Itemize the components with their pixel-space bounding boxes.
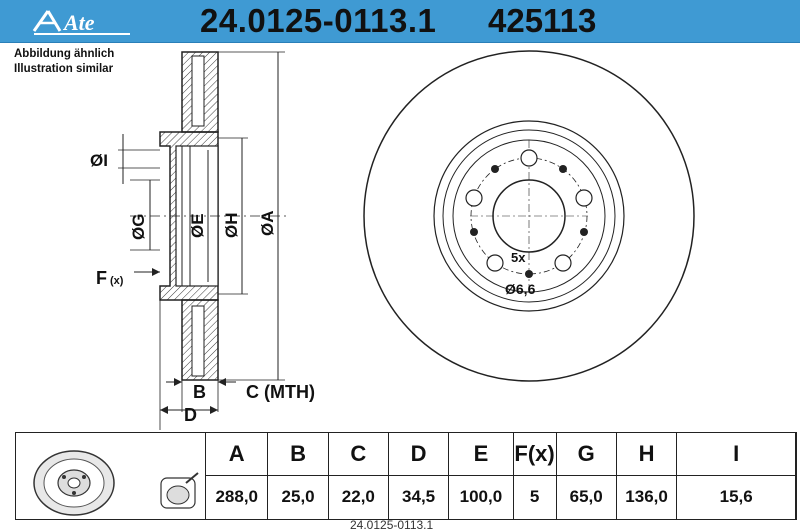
dim-label-B: B (193, 382, 206, 402)
header-cell-B: B (267, 431, 329, 476)
value-cell-E: 100,0 (448, 475, 514, 520)
caption-de: Abbildung ähnlich (14, 48, 115, 60)
value-cell-I: 15,6 (676, 475, 796, 520)
spec-table: A B C D E F(x) G H I 288,0 25,0 22,0 34,… (204, 431, 796, 520)
dim-label-C: C (MTH) (246, 382, 315, 402)
part-number: 24.0125-0113.1 (200, 2, 437, 39)
dim-label-A: ØA (258, 211, 277, 237)
header-cell-I: I (676, 431, 796, 476)
header-cell-H: H (615, 431, 678, 476)
dim-label-F: F (96, 268, 107, 288)
header-cell-F: F(x) (512, 431, 557, 476)
value-cell-H: 136,0 (615, 475, 678, 520)
header-cell-A: A (204, 431, 269, 476)
footer-part-code: 24.0125-0113.1 (350, 518, 434, 532)
technical-drawing: ØI ØG ØE ØH ØA F (x) B C (MTH) (90, 50, 695, 430)
header-cell-C: C (327, 431, 389, 476)
table-header-row: A B C D E F(x) G H I (204, 431, 796, 476)
value-cell-A: 288,0 (204, 475, 269, 520)
bolt-diameter-label: Ø6,6 (505, 281, 536, 297)
dim-label-F-sub: (x) (110, 275, 124, 287)
header-bar: Ate 24.0125-0113.1 425113 (0, 0, 800, 43)
caption-en: Illustration similar (14, 63, 114, 75)
header-cell-G: G (555, 431, 617, 476)
bolt-count-label: 5x (511, 250, 526, 265)
dim-label-E: ØE (188, 213, 207, 238)
disc-thumbnail (33, 450, 199, 516)
dim-label-I: ØI (90, 151, 108, 170)
brand-text: Ate (62, 10, 95, 35)
value-cell-F: 5 (512, 475, 557, 520)
dim-label-G: ØG (129, 214, 148, 240)
value-cell-C: 22,0 (327, 475, 389, 520)
dim-label-D: D (184, 405, 197, 425)
spec-table-frame: A B C D E F(x) G H I 288,0 25,0 22,0 34,… (15, 431, 797, 520)
dim-label-H: ØH (222, 213, 241, 239)
ate-logo: Ate (32, 10, 130, 35)
value-cell-G: 65,0 (555, 475, 617, 520)
front-view: 5x Ø6,6 (363, 50, 695, 382)
reference-number: 425113 (488, 2, 597, 39)
header-cell-E: E (448, 431, 514, 476)
table-value-row: 288,0 25,0 22,0 34,5 100,0 5 65,0 136,0 … (204, 475, 796, 520)
value-cell-D: 34,5 (387, 475, 450, 520)
cross-section-view: ØI ØG ØE ØH ØA F (x) B C (MTH) (90, 51, 315, 430)
header-cell-D: D (387, 431, 450, 476)
value-cell-B: 25,0 (267, 475, 329, 520)
